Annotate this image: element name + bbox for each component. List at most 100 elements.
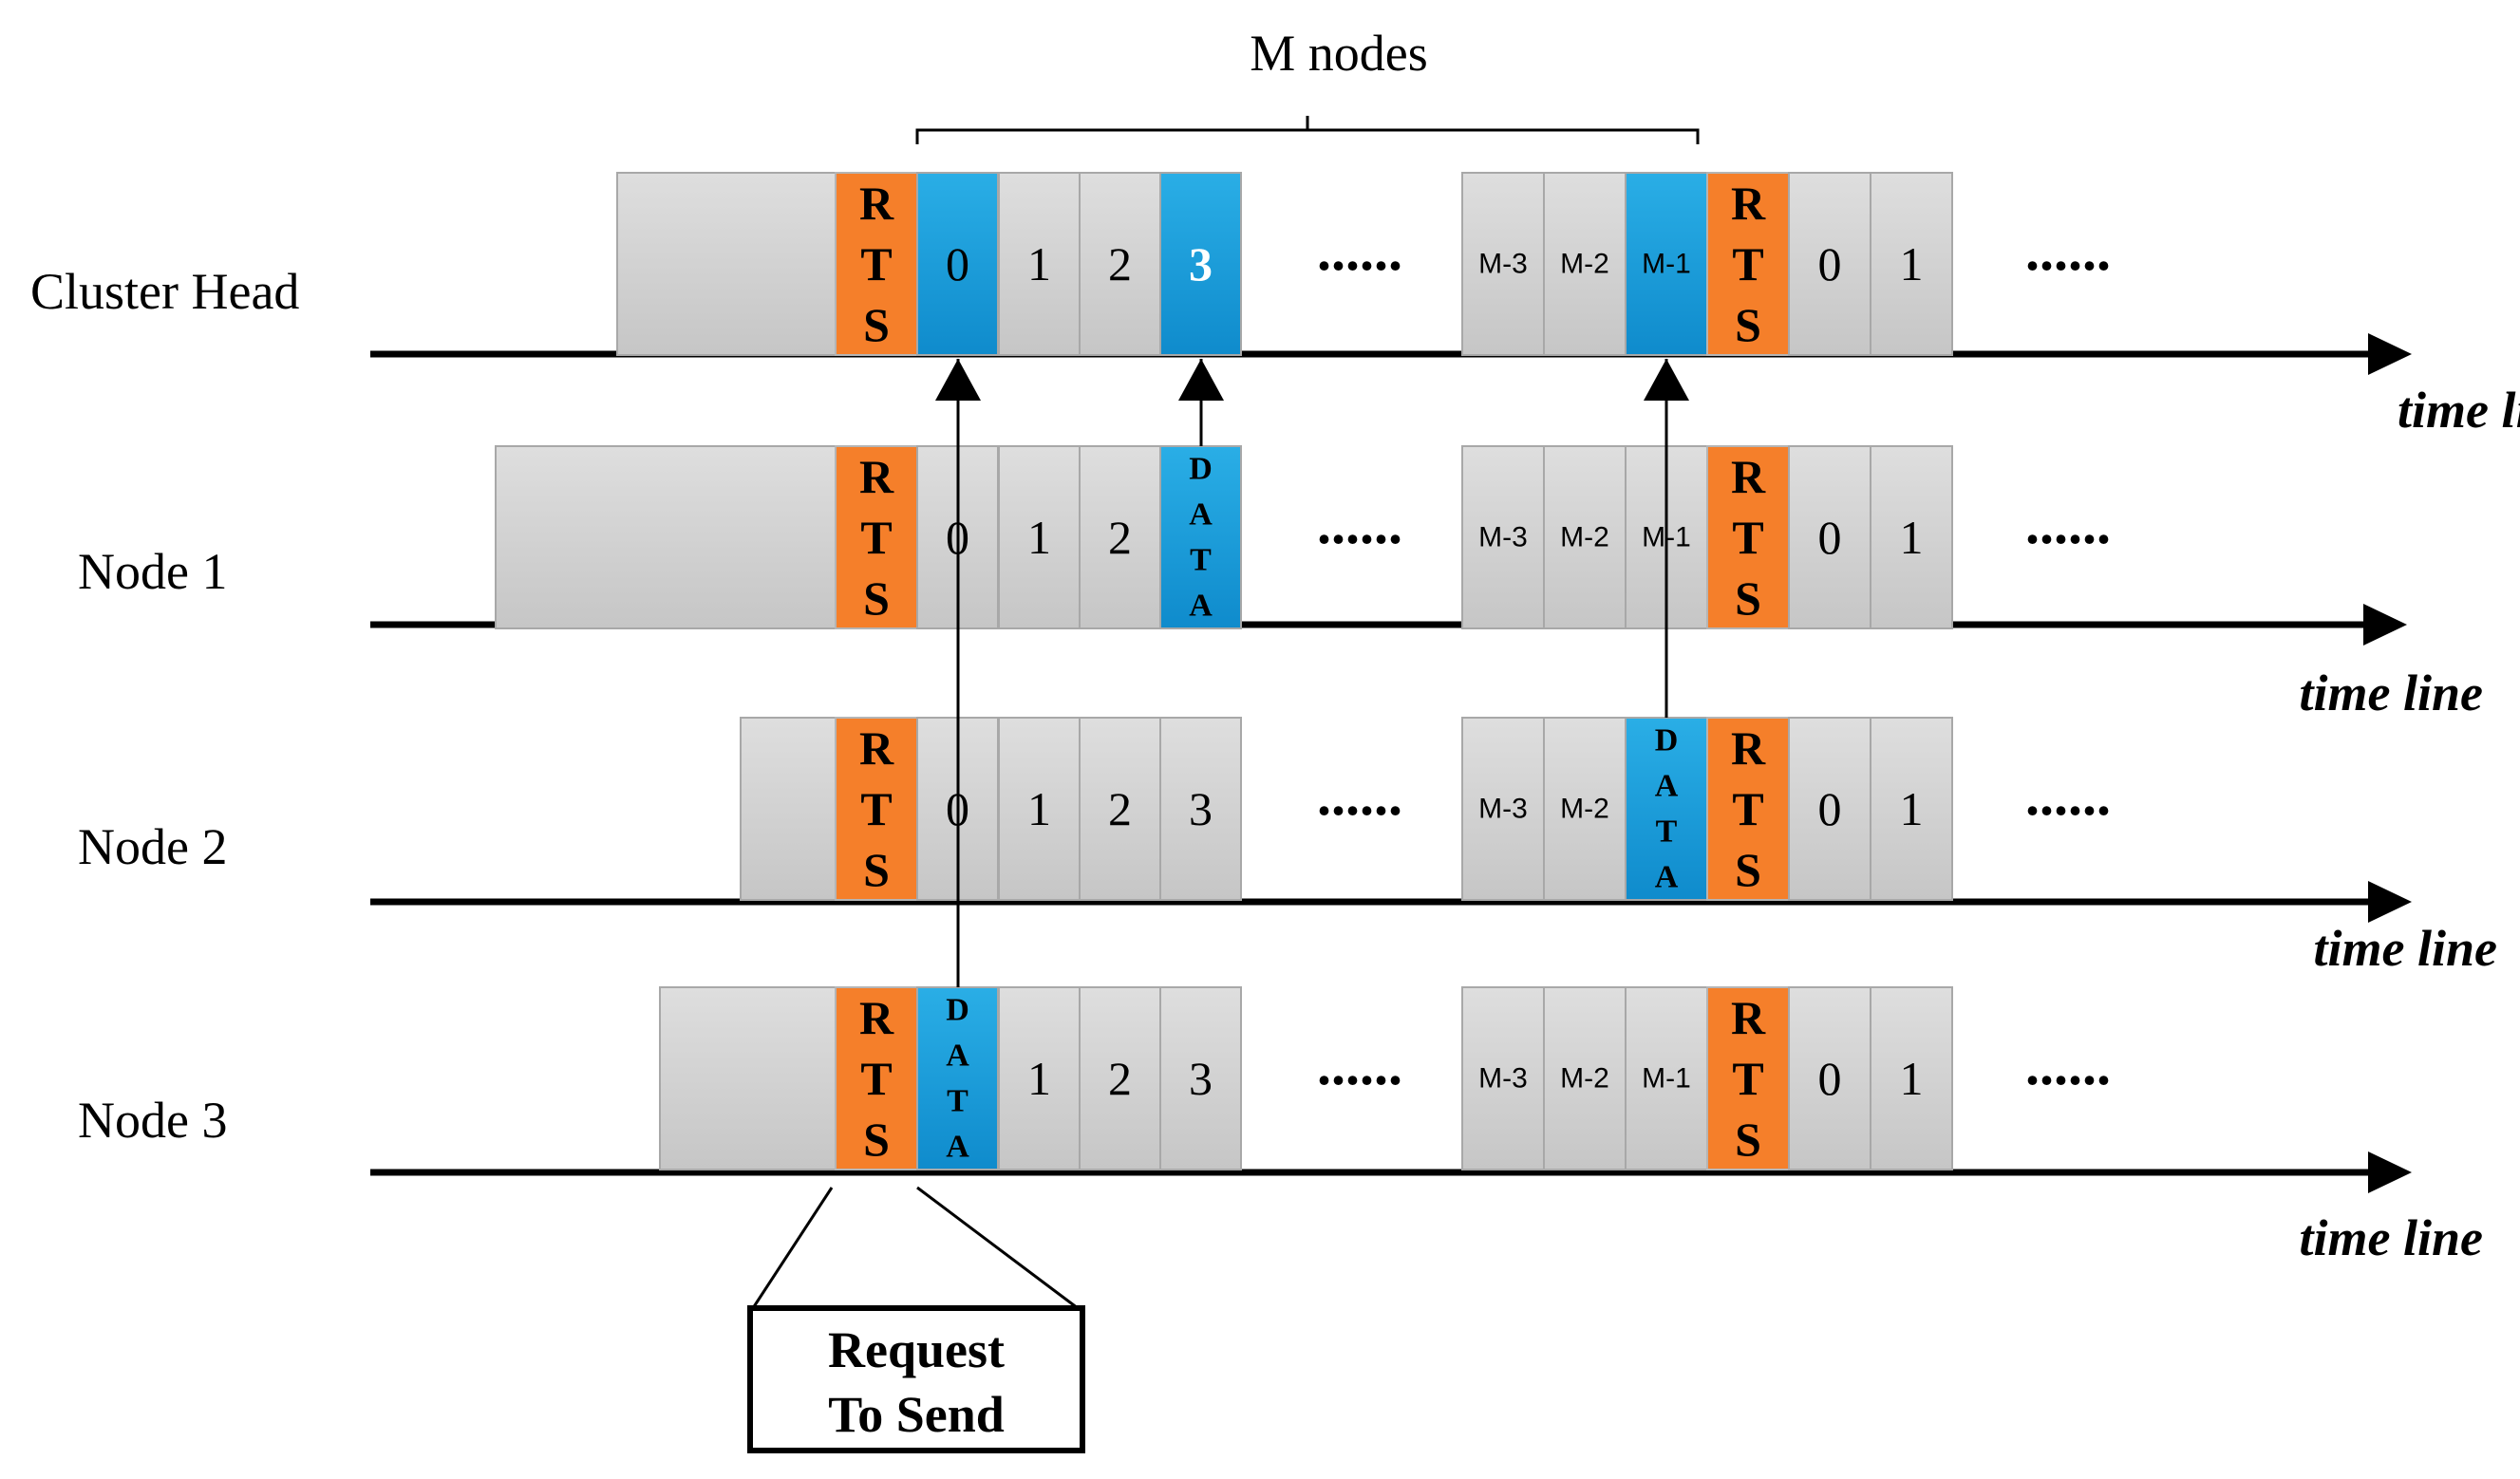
node-1-data-letter: D	[1189, 452, 1213, 487]
node-3-ellipsis-end: ......	[2025, 1034, 2111, 1096]
cluster-head-label: Cluster Head	[30, 263, 299, 320]
cluster-head-slot-1	[998, 172, 1081, 356]
node-3-timeline-label: time line	[2300, 1209, 2483, 1266]
cluster-head-slot-0	[916, 172, 999, 356]
node-2-slot-1	[1870, 717, 1953, 901]
cluster-head-ellipsis-end: ......	[2025, 219, 2111, 282]
node-3-slot-3	[1159, 986, 1242, 1170]
callout-box	[747, 1305, 1085, 1453]
node-1-label: Node 1	[78, 543, 227, 600]
node-2-slot-label: 2	[1108, 782, 1132, 835]
callout-leader-right	[916, 1186, 1079, 1310]
node-2-rts-letter: T	[860, 782, 892, 835]
cluster-head-rts-letter: T	[1732, 237, 1763, 290]
node-2-slot-label: M-2	[1560, 794, 1609, 825]
cluster-head-rts-letter: R	[859, 177, 894, 230]
node-3-slot-data	[916, 986, 999, 1170]
cluster-head-timeline-arrowhead	[2368, 333, 2412, 375]
transmission-arrows	[935, 359, 1689, 987]
node-3-label: Node 3	[78, 1092, 227, 1149]
node-3-slot-label: 1	[1900, 1052, 1924, 1105]
cluster-head-timeline-label: time line	[2398, 382, 2520, 439]
node-3-slot-label: 3	[1189, 1052, 1213, 1105]
node-1-idle-block	[495, 445, 837, 629]
node-2-timeline-label: time line	[2314, 920, 2497, 977]
node-3-data-letter: D	[946, 993, 969, 1028]
cluster-head-idle-block	[616, 172, 837, 356]
cluster-head-slot-0	[1788, 172, 1871, 356]
node-3-slot-0	[1788, 986, 1871, 1170]
node-1-slot-1	[1870, 445, 1953, 629]
node-3-rts-block	[835, 986, 918, 1170]
node-2-rts-letter: R	[859, 721, 894, 775]
node-3-slot-label: 2	[1108, 1052, 1132, 1105]
bracket-label: M nodes	[1250, 25, 1428, 82]
node-2-rts-block	[835, 717, 918, 901]
node-1-rts-block	[835, 445, 918, 629]
node-3-slot-m-3	[1461, 986, 1545, 1170]
node-1-slot-m-3	[1461, 445, 1545, 629]
cluster-head-rts-letter: R	[1731, 177, 1766, 230]
node-3-slot-2	[1079, 986, 1161, 1170]
node-1-rts-letter: R	[859, 450, 894, 503]
cluster-head-slot-label: 1	[1027, 237, 1051, 290]
node-1-rts-block	[1706, 445, 1790, 629]
node-3-slot-label: 1	[1027, 1052, 1051, 1105]
node-2-label: Node 2	[78, 818, 227, 875]
node-1-slot-label: 2	[1108, 511, 1132, 564]
node-1-rts-letter: T	[860, 511, 892, 564]
node-3-timeline-arrowhead	[2368, 1151, 2412, 1193]
node-1-slot-m-2	[1543, 445, 1627, 629]
cluster-head-slot-m-3	[1461, 172, 1545, 356]
node-1-data-letter: A	[1189, 497, 1213, 533]
cluster-head-rts-letter: S	[863, 298, 890, 351]
node-3-rts-block	[1706, 986, 1790, 1170]
rts-callout: Request To Send	[747, 1186, 1085, 1453]
node-2-ellipsis: ......	[1317, 764, 1402, 827]
node-2-slot-m-2	[1543, 717, 1627, 901]
node-3-slot-label: M-3	[1478, 1063, 1528, 1095]
cluster-head-slot-label: 1	[1900, 237, 1924, 290]
node-2-slot-0	[1788, 717, 1871, 901]
node-3-slot-label: 0	[1818, 1052, 1842, 1105]
node-3-rts-letter: S	[863, 1113, 890, 1166]
cluster-head-slot-label: 3	[1189, 237, 1213, 290]
node-1-ellipsis-end: ......	[2025, 493, 2111, 555]
cluster-head-slot-label: M-3	[1478, 249, 1528, 280]
node-1-slot-label: 1	[1900, 511, 1924, 564]
node-3-slot-1	[998, 986, 1081, 1170]
node-3-data-letter: A	[946, 1039, 969, 1074]
node-3-ellipsis: ......	[1317, 1034, 1402, 1096]
node-3-rts-letter: R	[1731, 991, 1766, 1044]
node-3-rts-letter: R	[859, 991, 894, 1044]
node-2-data-letter: D	[1655, 723, 1679, 758]
node-2-slot-label: 3	[1189, 782, 1213, 835]
node-1-data-letter: T	[1190, 543, 1212, 578]
callout-line-1: Request	[828, 1321, 1005, 1378]
node-2-rts-letter: S	[863, 843, 890, 896]
node-3-data-letter: T	[947, 1084, 969, 1119]
arrow-node1-slot3-head	[1178, 359, 1224, 401]
node-2-slot-3	[1159, 717, 1242, 901]
node-1-rts-letter: S	[1735, 571, 1761, 625]
node-2-rts-letter: T	[1732, 782, 1763, 835]
cluster-head-ellipsis: ......	[1317, 219, 1402, 282]
cluster-head-slot-3	[1159, 172, 1242, 356]
node-1-ellipsis: ......	[1317, 493, 1402, 555]
node-1-slot-label: 1	[1027, 511, 1051, 564]
node-2-slot-2	[1079, 717, 1161, 901]
node-3-slot-label: M-2	[1560, 1063, 1609, 1095]
node-3-rts-letter: T	[1732, 1052, 1763, 1105]
node-3-idle-block	[659, 986, 837, 1170]
node-2-rts-block	[1706, 717, 1790, 901]
bracket-line	[915, 116, 1700, 144]
node-2-slot-label: M-3	[1478, 794, 1528, 825]
node-2-timeline-arrowhead	[2368, 881, 2412, 923]
node-1-rts-letter: T	[1732, 511, 1763, 564]
node-3-slot-m-2	[1543, 986, 1627, 1170]
